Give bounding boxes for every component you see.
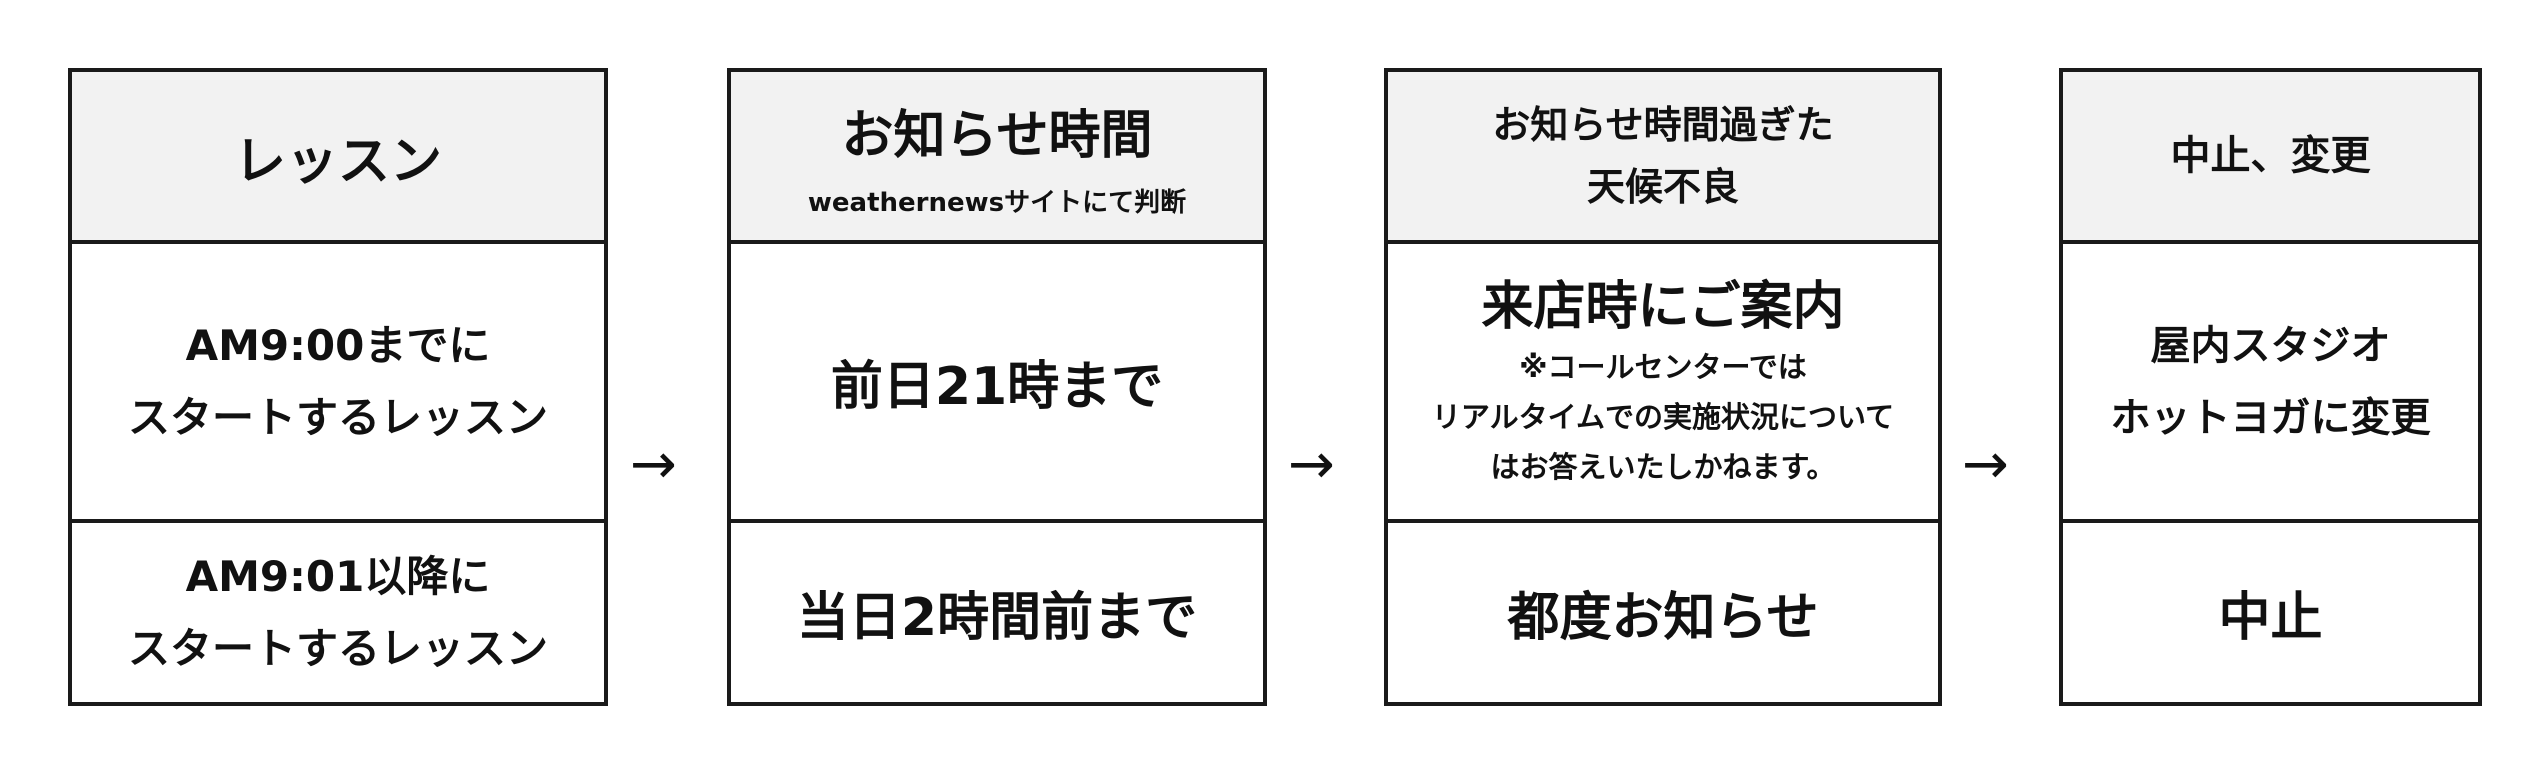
cell-text: AM9:00までに [185,320,491,370]
after-notice-row-2: 都度お知らせ [1388,523,1938,702]
after-notice-row-1: 来店時にご案内 ※コールセンターでは リアルタイムでの実施状況について はお答え… [1388,244,1938,523]
note-text: リアルタイムでの実施状況について [1431,399,1895,434]
cell-text: 中止 [2218,588,2323,648]
cell-text: 前日21時まで [830,357,1164,417]
lesson-row-2: AM9:01以降に スタートするレッスン [72,523,604,702]
cell-text: AM9:01以降に [185,551,491,601]
arrow-right-icon: → [1288,432,1335,497]
header-text: レッスン [233,131,442,192]
cell-text: 都度お知らせ [1507,588,1819,648]
subheader-text: weathernewsサイトにて判断 [807,188,1187,218]
notice-time-row-1: 前日21時まで [731,244,1263,523]
note-text: ※コールセンターでは [1519,349,1807,384]
cell-text: 当日2時間前まで [796,588,1198,648]
cell-text: スタートするレッスン [127,623,548,673]
notice-time-header: お知らせ時間 weathernewsサイトにて判断 [731,72,1263,244]
cell-title: 来店時にご案内 [1481,276,1845,337]
arrow-right-icon: → [1962,432,2009,497]
header-text: お知らせ時間 [841,106,1153,166]
cancel-change-column: 中止、変更 屋内スタジオ ホットヨガに変更 中止 [2059,68,2482,706]
header-text: お知らせ時間過ぎた [1492,103,1834,147]
cancel-change-row-1: 屋内スタジオ ホットヨガに変更 [2063,244,2478,523]
note-text: はお答えいたしかねます。 [1490,449,1836,484]
after-notice-header: お知らせ時間過ぎた 天候不良 [1388,72,1938,244]
cell-text: ホットヨガに変更 [2110,394,2431,441]
lesson-row-1: AM9:00までに スタートするレッスン [72,244,604,523]
lesson-column: レッスン AM9:00までに スタートするレッスン AM9:01以降に スタート… [68,68,608,706]
header-text: 天候不良 [1586,165,1739,209]
notice-time-column: お知らせ時間 weathernewsサイトにて判断 前日21時まで 当日2時間前… [727,68,1267,706]
notice-time-row-2: 当日2時間前まで [731,523,1263,702]
arrow-right-icon: → [630,432,677,497]
cancel-change-row-2: 中止 [2063,523,2478,702]
lesson-header: レッスン [72,72,604,244]
after-notice-column: お知らせ時間過ぎた 天候不良 来店時にご案内 ※コールセンターでは リアルタイム… [1384,68,1942,706]
cell-text: スタートするレッスン [127,392,548,442]
header-text: 中止、変更 [2170,133,2371,179]
cell-text: 屋内スタジオ [2150,322,2391,369]
cancel-change-header: 中止、変更 [2063,72,2478,244]
